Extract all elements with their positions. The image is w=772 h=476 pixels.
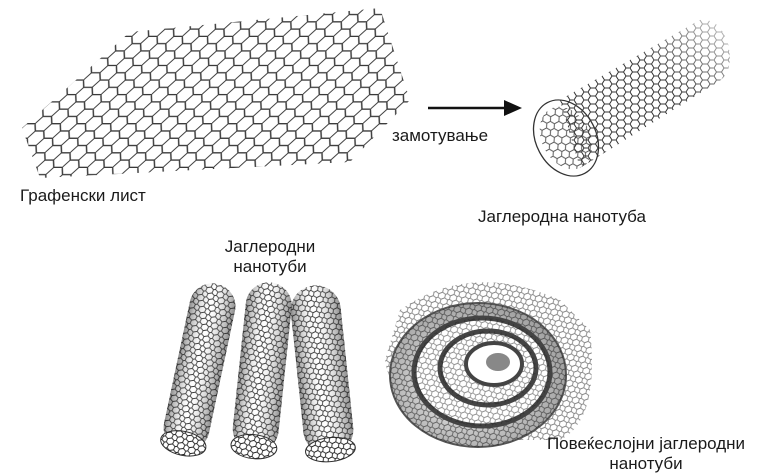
carbon-nanotubes-label-line1: Јаглеродни (200, 237, 340, 257)
carbon-nanotubes-label-line2: нанотуби (200, 257, 340, 277)
rolling-label: замотување (392, 126, 488, 146)
graphene-sheet-illustration (0, 0, 420, 190)
multiwall-nanotubes-label: Повеќеслојни јаглеродни нанотуби (524, 434, 768, 474)
carbon-nanotubes-label: Јаглеродни нанотуби (200, 237, 340, 277)
graphene-sheet-label: Графенски лист (20, 186, 146, 206)
single-nanotube-illustration (521, 20, 730, 188)
carbon-nanotube-label: Јаглеродна нанотуба (478, 207, 646, 227)
multiwall-label-line1: Повеќеслојни јаглеродни (524, 434, 768, 454)
rolling-arrow (428, 100, 522, 116)
multiwall-label-line2: нанотуби (524, 454, 768, 474)
nanotube-bundle-illustration (158, 279, 356, 464)
multiwall-nanotube-illustration (385, 282, 592, 447)
